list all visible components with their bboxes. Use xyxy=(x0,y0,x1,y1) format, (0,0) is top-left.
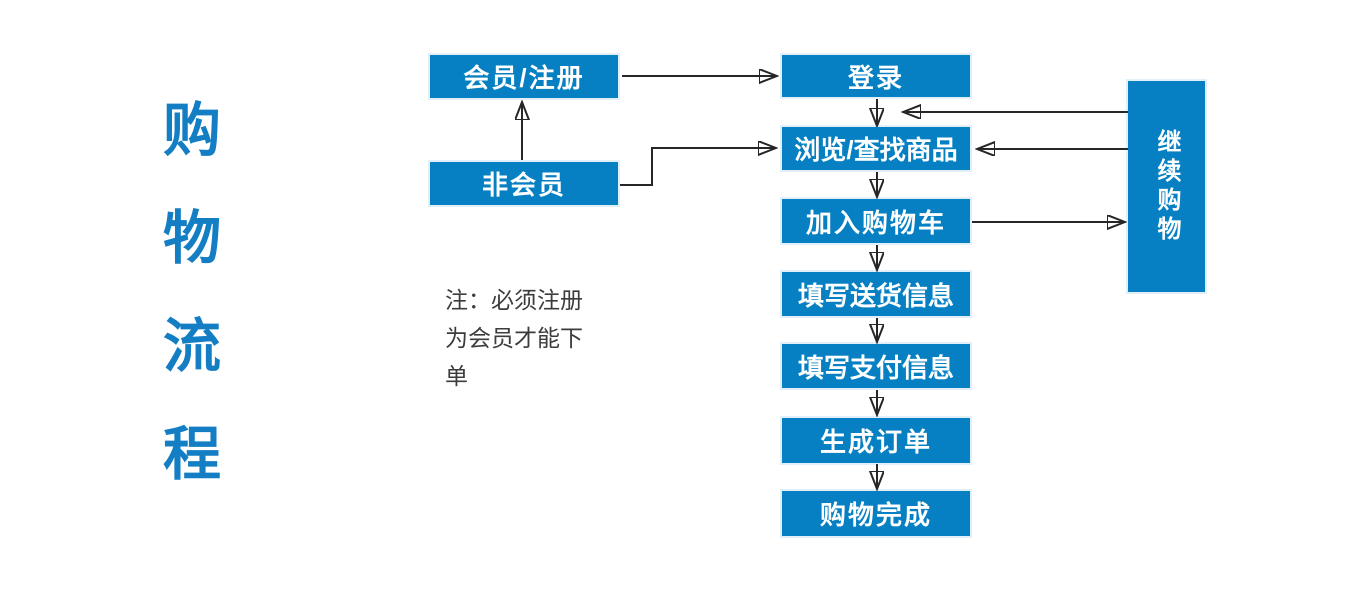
node-add-to-cart: 加入购物车 xyxy=(782,199,970,243)
title-char: 流 xyxy=(162,314,221,379)
node-create-order: 生成订单 xyxy=(782,418,970,463)
arrow-nonmember-to-browse xyxy=(620,148,775,186)
node-login: 登录 xyxy=(782,55,970,97)
node-delivery-info: 填写送货信息 xyxy=(782,272,970,316)
node-member-register: 会员/注册 xyxy=(430,55,618,98)
node-non-member: 非会员 xyxy=(430,162,618,205)
page-title: 购 物 流 程 xyxy=(150,102,234,484)
note-line: 为会员才能下 xyxy=(445,325,583,351)
node-payment-info: 填写支付信息 xyxy=(782,344,970,388)
note-line: 注：必须注册 xyxy=(445,287,583,313)
note-text: 注：必须注册 为会员才能下 单 xyxy=(445,281,583,395)
title-char: 物 xyxy=(162,206,221,271)
title-char: 购 xyxy=(162,98,221,163)
node-shopping-complete: 购物完成 xyxy=(782,491,970,536)
node-continue-shopping: 继续购物 xyxy=(1128,81,1205,292)
title-char: 程 xyxy=(162,422,221,487)
note-line: 单 xyxy=(445,363,468,389)
node-browse-search: 浏览/查找商品 xyxy=(782,127,970,170)
